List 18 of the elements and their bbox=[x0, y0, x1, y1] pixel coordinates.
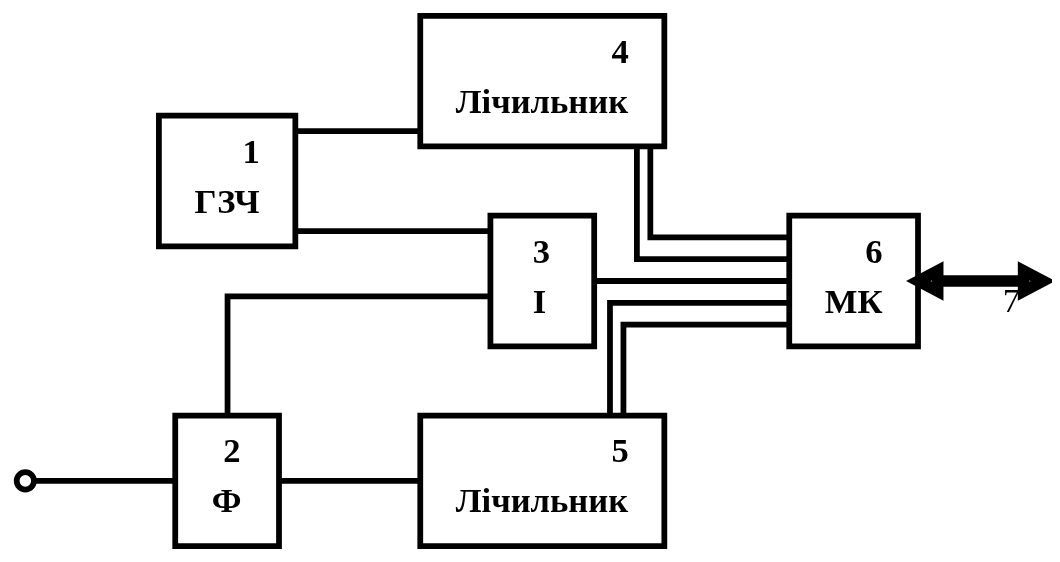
connector bbox=[295, 128, 420, 134]
connector bbox=[606, 299, 789, 416]
node-box: 4 Лічильник bbox=[416, 12, 667, 150]
node-box: 1 ГЗЧ bbox=[155, 112, 298, 250]
connector bbox=[33, 478, 174, 484]
arrow bbox=[905, 261, 1052, 301]
node-box: 5 Лічильник bbox=[416, 412, 667, 550]
node-box: 6 МК bbox=[785, 212, 921, 350]
connector bbox=[633, 146, 789, 263]
connector bbox=[646, 146, 789, 241]
connector bbox=[278, 478, 420, 484]
connector bbox=[620, 321, 789, 416]
node-box: 3 I bbox=[487, 212, 597, 350]
connector bbox=[295, 228, 490, 234]
node-circle bbox=[13, 469, 37, 493]
node-box: 2 Ф bbox=[171, 412, 282, 550]
edge-label: 7 bbox=[1002, 280, 1020, 319]
connector bbox=[224, 293, 490, 416]
